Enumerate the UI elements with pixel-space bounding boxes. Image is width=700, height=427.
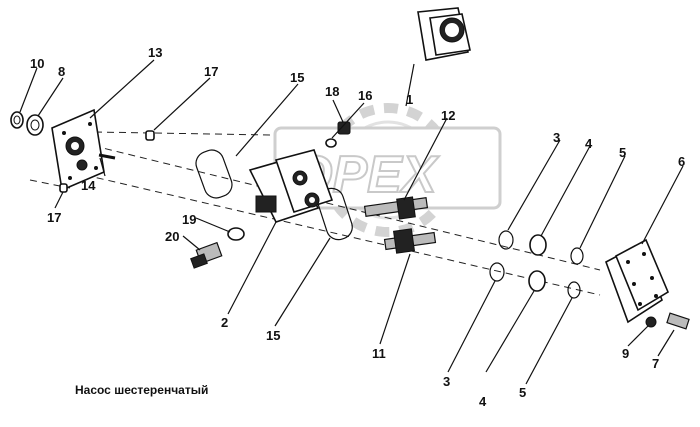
assembly-axes — [29, 131, 601, 296]
part-5-ring-lower — [567, 281, 581, 299]
label-17-upper: 17 — [204, 64, 218, 79]
part-14-pin — [98, 153, 116, 160]
part-3-ring-lower — [489, 262, 505, 282]
part-8-ring — [26, 114, 44, 136]
label-5-lower: 5 — [519, 385, 526, 400]
label-13: 13 — [148, 45, 162, 60]
part-1-flange-cover — [417, 7, 471, 61]
label-10: 10 — [30, 56, 44, 71]
label-20: 20 — [165, 229, 179, 244]
part-20-union — [190, 241, 223, 269]
part-12-drive-shaft — [363, 196, 429, 220]
label-4-lower: 4 — [479, 394, 487, 409]
label-3-lower: 3 — [443, 374, 450, 389]
part-13-front-plate — [51, 108, 105, 192]
label-11: 11 — [372, 346, 386, 361]
part-6-rear-cover — [605, 238, 670, 324]
part-16-washer — [325, 138, 337, 148]
label-7: 7 — [652, 356, 659, 371]
part-3-ring-upper — [498, 230, 514, 250]
label-16: 16 — [358, 88, 372, 103]
part-labels: 10 8 13 17 15 18 16 1 12 3 4 5 6 14 17 1… — [30, 45, 685, 409]
label-3-upper: 3 — [553, 130, 560, 145]
part-18-plug — [337, 121, 351, 135]
label-12: 12 — [441, 108, 455, 123]
label-2: 2 — [221, 315, 228, 330]
label-6: 6 — [678, 154, 685, 169]
label-18: 18 — [325, 84, 339, 99]
label-15-upper: 15 — [290, 70, 304, 85]
part-15-gasket-left — [195, 149, 233, 199]
part-10-seal — [10, 111, 24, 129]
label-8: 8 — [58, 64, 65, 79]
label-14: 14 — [81, 178, 96, 193]
label-4-upper: 4 — [585, 136, 593, 151]
label-9: 9 — [622, 346, 629, 361]
diagram-caption: Насос шестеренчатый — [75, 383, 208, 397]
leader-lines — [19, 59, 684, 385]
part-19-washer — [227, 227, 245, 241]
part-5-ring-upper — [570, 247, 584, 265]
part-7-bolt — [666, 312, 690, 330]
part-4-ring-lower — [528, 270, 546, 292]
part-17-dowel-lower — [59, 183, 68, 193]
part-2-pump-body — [248, 149, 334, 223]
part-4-ring-upper — [529, 234, 547, 256]
part-9-washer — [645, 316, 657, 328]
label-5-upper: 5 — [619, 145, 626, 160]
label-1: 1 — [406, 92, 413, 107]
part-11-driven-shaft — [383, 228, 437, 254]
label-15-lower: 15 — [266, 328, 280, 343]
label-19: 19 — [182, 212, 196, 227]
label-17-lower: 17 — [47, 210, 61, 225]
part-17-dowel-upper — [145, 130, 155, 141]
